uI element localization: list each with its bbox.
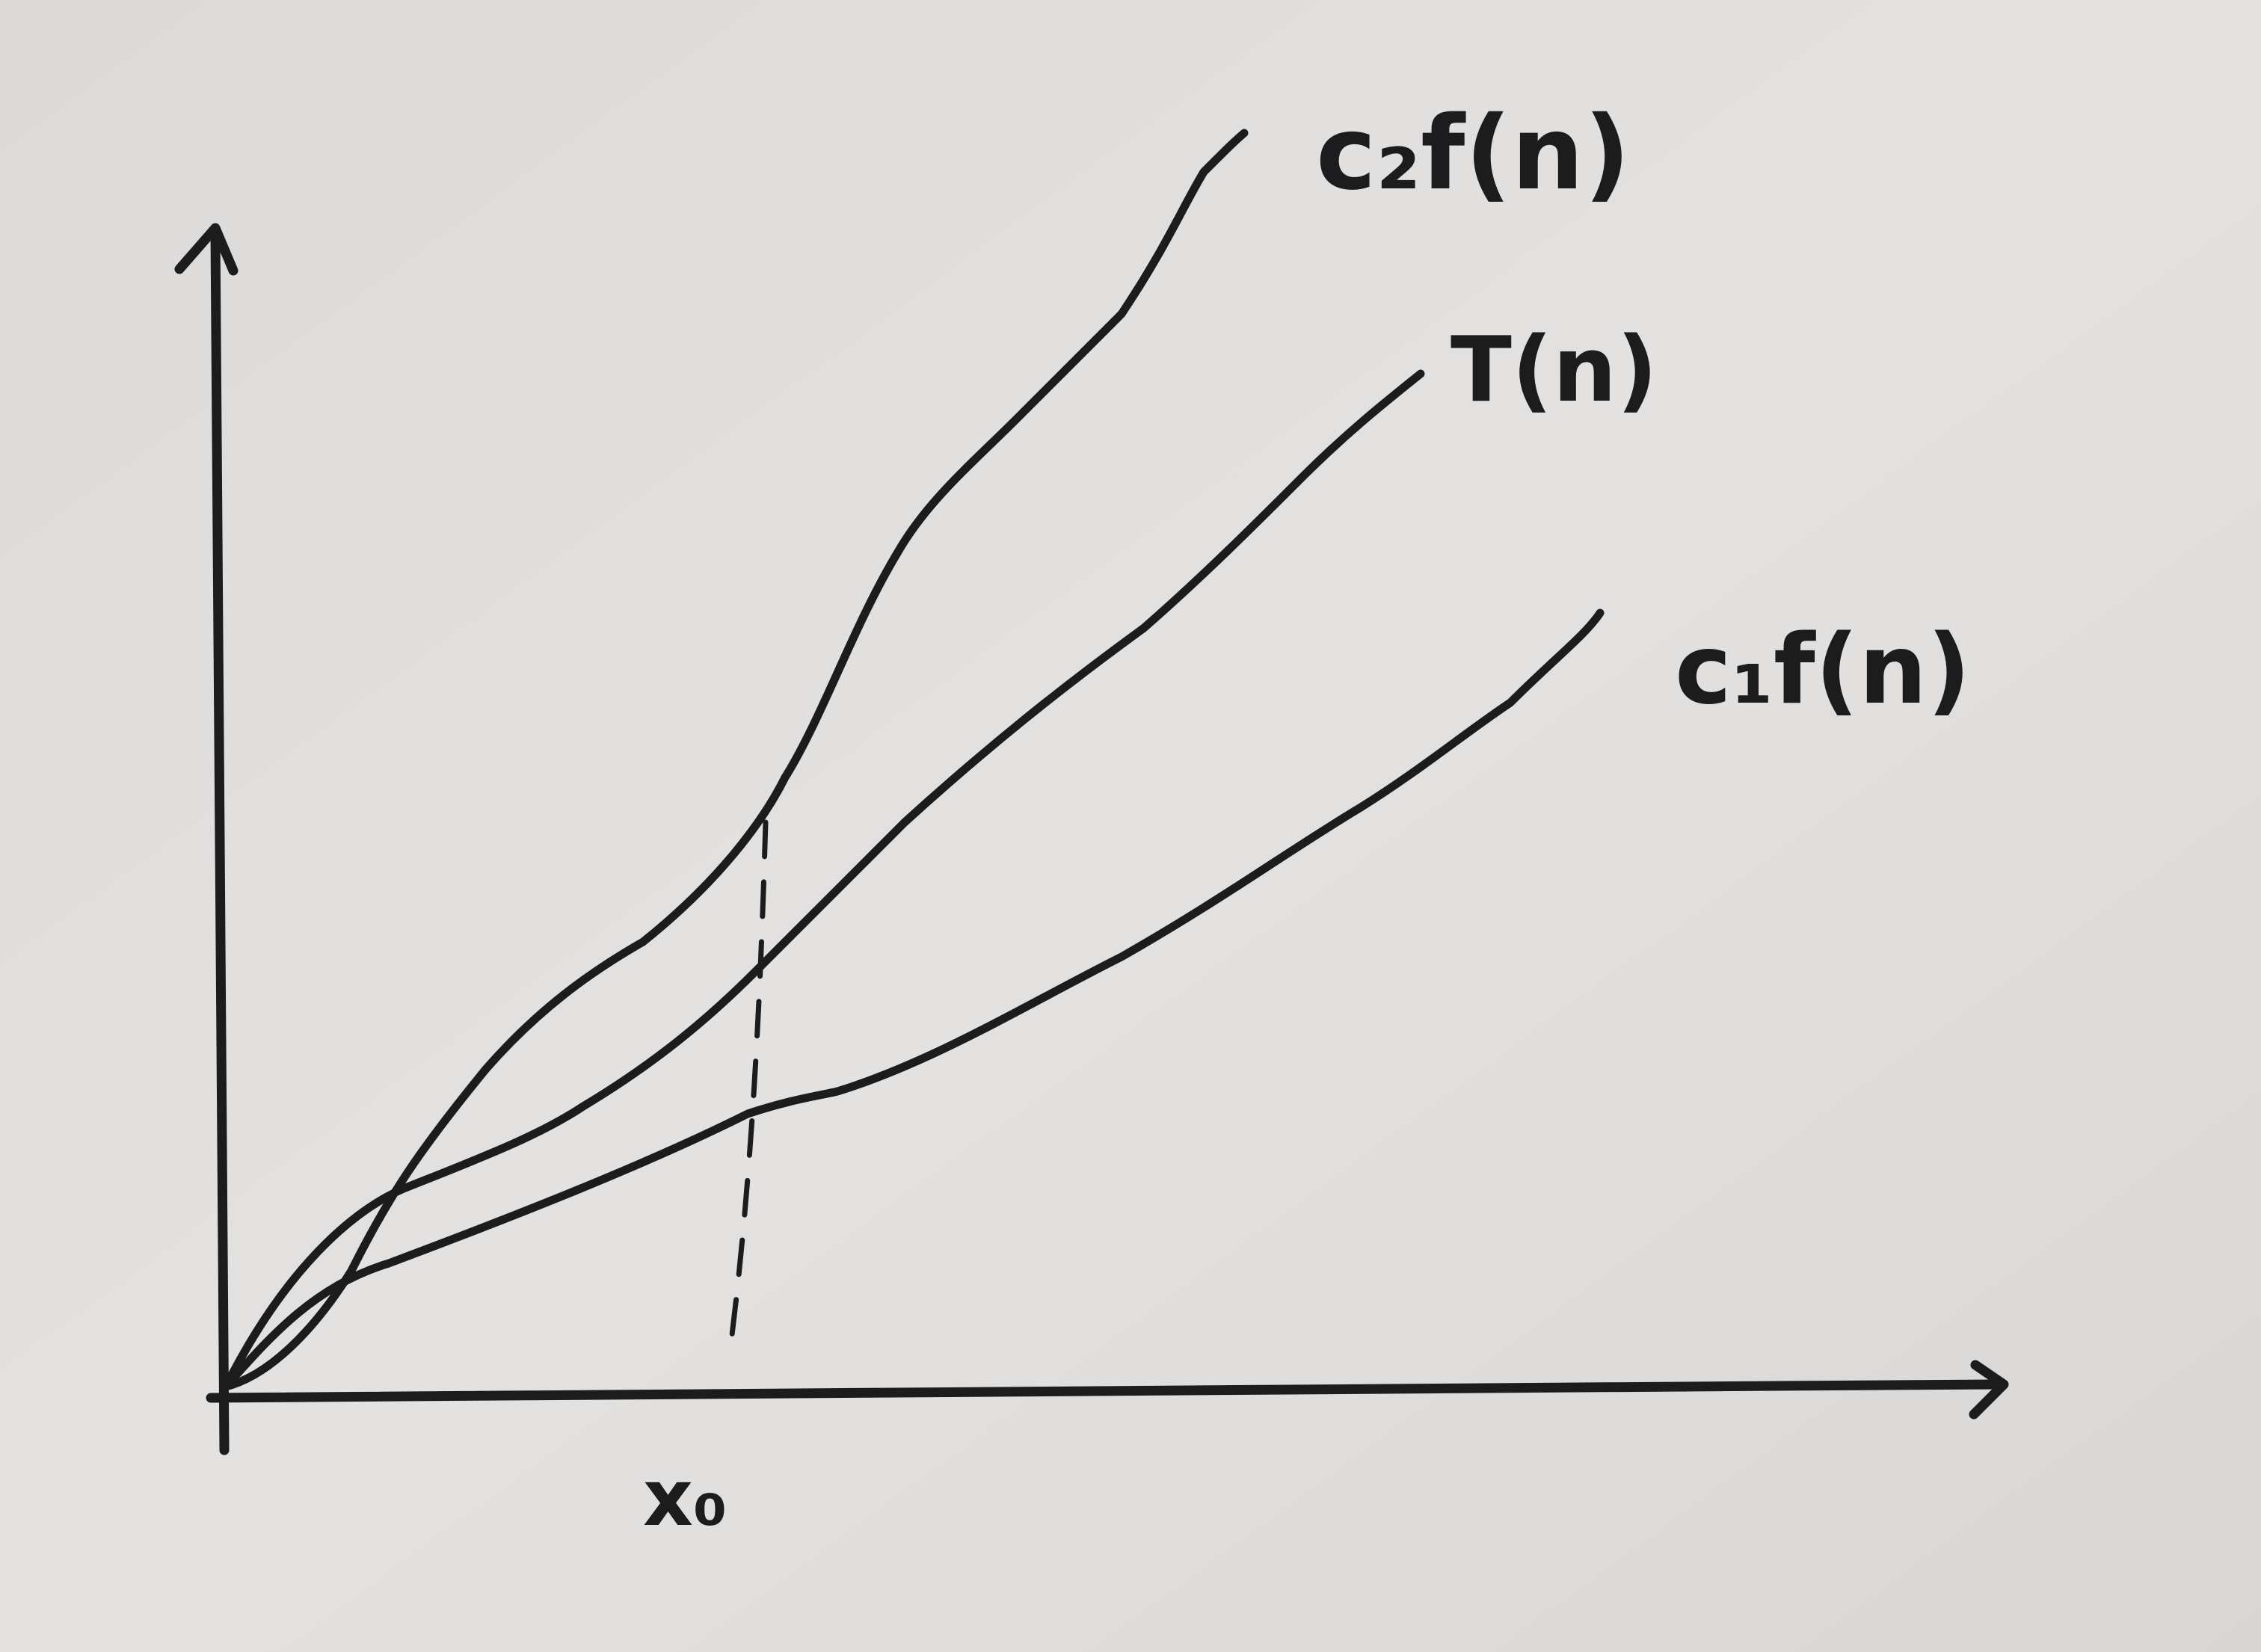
y-axis	[210, 226, 230, 1455]
upper-bound-label: c₂f(n)	[1316, 95, 1630, 213]
y-axis-arrowhead	[174, 223, 239, 276]
x-axis	[206, 1379, 2003, 1403]
lower-bound-label: c₁f(n)	[1675, 614, 1971, 726]
lower-bound-curve	[221, 608, 1605, 1391]
t-of-n-curve	[221, 369, 1425, 1391]
threshold-label: x₀	[643, 1452, 727, 1544]
t-of-n-label: T(n)	[1451, 318, 1658, 422]
threshold-dashed-line	[727, 819, 769, 1356]
x-axis-arrowhead	[1969, 1360, 2009, 1420]
